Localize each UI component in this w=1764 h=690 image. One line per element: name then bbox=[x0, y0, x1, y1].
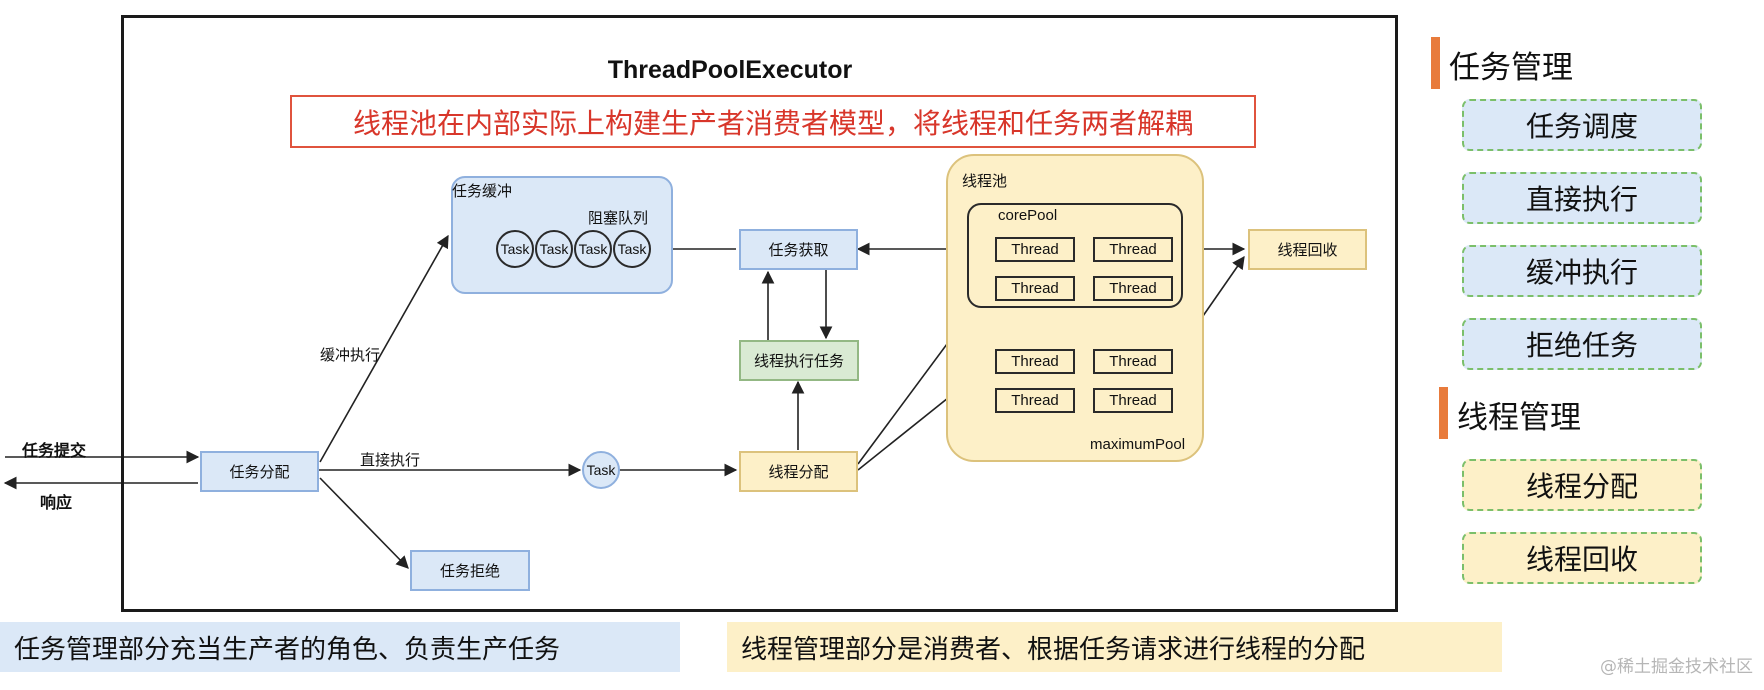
queue-task-1: Task bbox=[496, 230, 534, 268]
thread-pool-area bbox=[946, 154, 1204, 462]
max-thread-1: Thread bbox=[995, 349, 1075, 374]
task-mgmt-item-direct: 直接执行 bbox=[1462, 172, 1702, 224]
thread-alloc-node: 线程分配 bbox=[739, 451, 858, 492]
core-pool-label: corePool bbox=[998, 207, 1058, 224]
task-mgmt-item-reject: 拒绝任务 bbox=[1462, 318, 1702, 370]
max-thread-3: Thread bbox=[995, 388, 1075, 413]
thread-mgmt-accent-bar bbox=[1439, 387, 1448, 439]
task-mgmt-item-buffer: 缓冲执行 bbox=[1462, 245, 1702, 297]
consumer-note: 线程管理部分是消费者、根据任务请求进行线程的分配 bbox=[727, 622, 1502, 672]
thread-recycle-node: 线程回收 bbox=[1248, 229, 1367, 270]
max-thread-2: Thread bbox=[1093, 349, 1173, 374]
task-mgmt-heading: 任务管理 bbox=[1449, 50, 1573, 86]
queue-task-4: Task bbox=[613, 230, 651, 268]
task-fetch-node: 任务获取 bbox=[739, 229, 858, 270]
producer-note: 任务管理部分充当生产者的角色、负责生产任务 bbox=[0, 622, 680, 672]
diagram-subtitle: 线程池在内部实际上构建生产者消费者模型，将线程和任务两者解耦 bbox=[290, 95, 1256, 148]
task-reject-node: 任务拒绝 bbox=[410, 550, 530, 591]
arrow-to-buffer bbox=[319, 234, 449, 463]
queue-task-3: Task bbox=[574, 230, 612, 268]
submit-edge-label: 任务提交 bbox=[22, 441, 87, 460]
task-buffer-label: 任务缓冲 bbox=[452, 182, 513, 200]
core-thread-2: Thread bbox=[1093, 237, 1173, 262]
task-mgmt-accent-bar bbox=[1431, 37, 1440, 89]
core-thread-1: Thread bbox=[995, 237, 1075, 262]
task-dispatch-node: 任务分配 bbox=[200, 451, 319, 492]
direct-task-circle: Task bbox=[582, 451, 620, 489]
queue-task-2: Task bbox=[535, 230, 573, 268]
core-pool-area bbox=[967, 203, 1183, 308]
max-thread-4: Thread bbox=[1093, 388, 1173, 413]
buffer-exec-edge-label: 缓冲执行 bbox=[320, 346, 381, 364]
direct-exec-edge-label: 直接执行 bbox=[360, 451, 421, 469]
core-thread-4: Thread bbox=[1093, 276, 1173, 301]
blocking-queue-label: 阻塞队列 bbox=[588, 209, 649, 227]
thread-mgmt-item-alloc: 线程分配 bbox=[1462, 459, 1702, 511]
thread-mgmt-item-recycle: 线程回收 bbox=[1462, 532, 1702, 584]
watermark: @稀土掘金技术社区 bbox=[1600, 657, 1753, 677]
core-thread-3: Thread bbox=[995, 276, 1075, 301]
arrow-reject bbox=[319, 477, 409, 569]
thread-execute-node: 线程执行任务 bbox=[739, 340, 859, 381]
thread-pool-label: 线程池 bbox=[962, 172, 1008, 190]
maximum-pool-label: maximumPool bbox=[1090, 436, 1186, 453]
thread-pool-frame bbox=[121, 15, 1398, 612]
diagram-title: ThreadPoolExecutor bbox=[607, 55, 853, 84]
thread-mgmt-heading: 线程管理 bbox=[1457, 400, 1581, 436]
task-mgmt-item-schedule: 任务调度 bbox=[1462, 99, 1702, 151]
response-edge-label: 响应 bbox=[40, 493, 73, 512]
